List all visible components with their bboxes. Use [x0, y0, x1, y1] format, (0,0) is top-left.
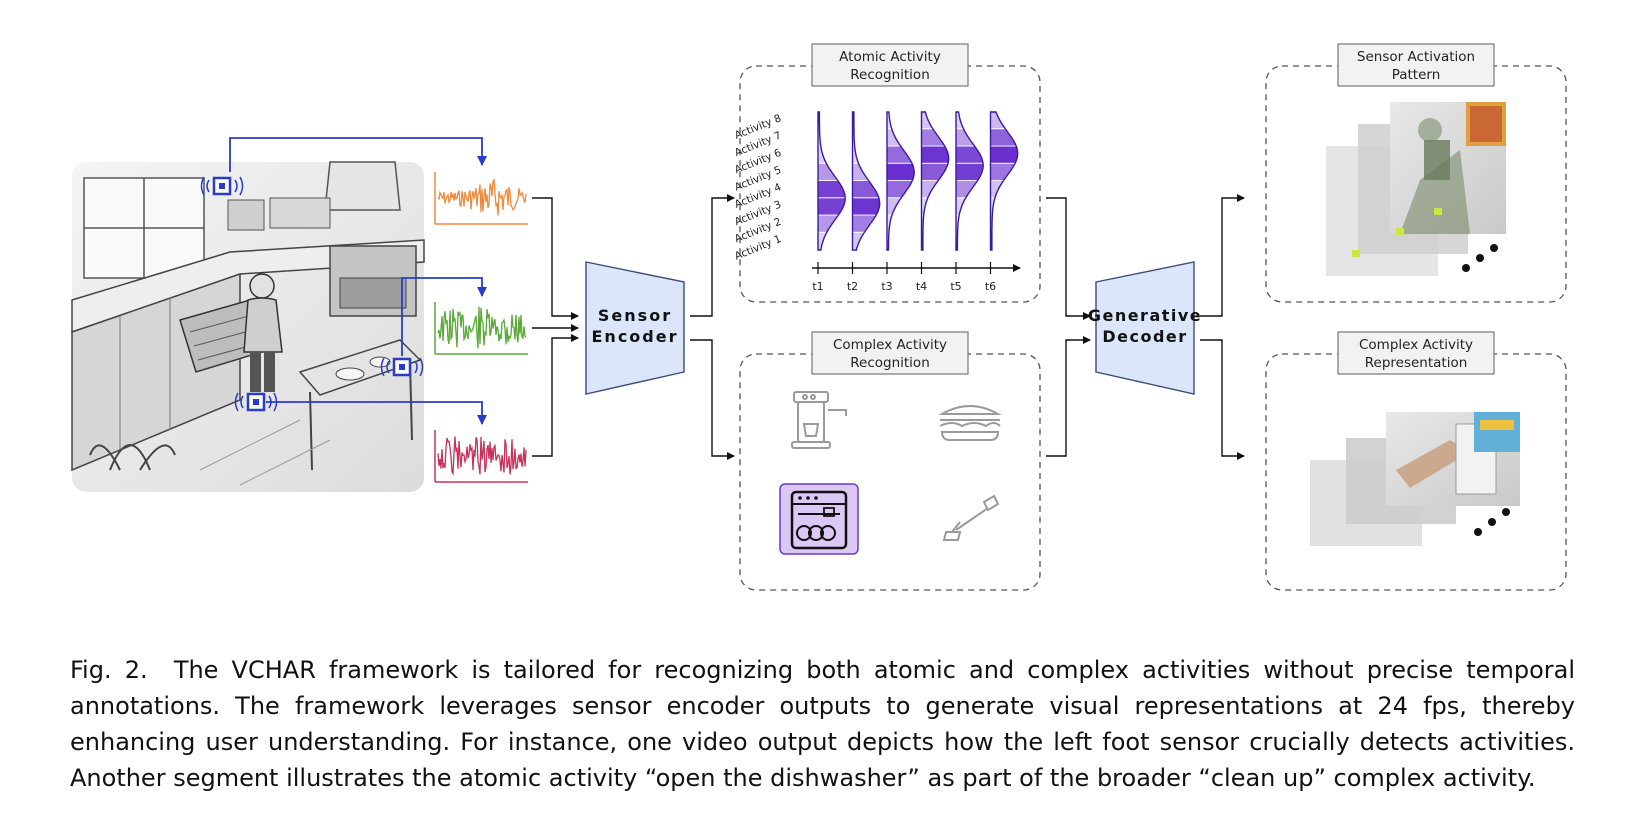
time-label-t3: t3 — [881, 280, 892, 293]
complex-panel-title-1: Complex Activity — [833, 337, 947, 353]
signal-plot-3 — [434, 430, 528, 483]
violin-t1 — [817, 111, 846, 251]
complex-activity-panel: Complex Activity Recognition — [739, 331, 1041, 591]
sensor-encoder-label-2: Encoder — [592, 327, 679, 346]
complex-rep-title-1: Complex Activity — [1359, 337, 1473, 353]
signal-to-encoder-arrows — [532, 197, 579, 457]
vacuum-icon — [942, 494, 1000, 541]
decoder-output-arrows — [1200, 194, 1245, 460]
encoder-output-arrows — [690, 194, 735, 460]
time-axis-ticks: t1 t2 t3 t4 t5 t6 — [812, 262, 996, 293]
sensor-video-frames — [1326, 102, 1506, 276]
time-label-t6: t6 — [985, 280, 996, 293]
sensor-markers — [200, 137, 487, 425]
kitchen-scene-illustration — [71, 161, 425, 492]
violin-t4 — [920, 111, 950, 251]
decoder-label-2: Decoder — [1102, 327, 1187, 346]
sensor-encoder-label-1: Sensor — [598, 306, 672, 325]
wrist-sensor-icon — [200, 176, 244, 196]
time-label-t4: t4 — [916, 280, 927, 293]
complex-representation-panel: Complex Activity Representation — [1265, 331, 1567, 591]
atomic-panel-title-1: Atomic Activity — [839, 49, 941, 65]
caption-text: The VCHAR framework is tailored for reco… — [70, 656, 1575, 792]
time-label-t5: t5 — [950, 280, 961, 293]
framework-diagram: Sensor Encoder Atomic Activity Recogniti… — [71, 43, 1567, 591]
sensor-signals — [434, 172, 528, 483]
sensor-activation-panel: Sensor Activation Pattern — [1265, 43, 1567, 303]
representation-video-frames — [1310, 412, 1520, 546]
atomic-violin-plots — [817, 111, 1019, 251]
sensor-encoder-block: Sensor Encoder — [585, 261, 685, 395]
time-label-t1: t1 — [812, 280, 823, 293]
atomic-activity-panel: Atomic Activity Recognition Activity 1Ac… — [733, 43, 1041, 303]
time-label-t2: t2 — [847, 280, 858, 293]
sandwich-icon — [938, 405, 1002, 441]
violin-t5 — [955, 111, 984, 251]
dishwasher-icon — [779, 483, 859, 555]
coffee-machine-icon — [791, 391, 847, 449]
decoder-input-arrows — [1046, 197, 1091, 457]
signal-plot-1 — [434, 172, 528, 225]
caption-label: Fig. 2. — [70, 656, 148, 684]
table-sensor-icon — [380, 357, 424, 377]
complex-panel-title-2: Recognition — [850, 355, 930, 371]
violin-t3 — [886, 111, 915, 251]
sensor-activation-title-1: Sensor Activation — [1357, 49, 1475, 65]
sensor-activation-title-2: Pattern — [1392, 67, 1441, 83]
violin-t2 — [851, 111, 881, 251]
violin-t6 — [989, 111, 1019, 251]
figure-caption: Fig. 2. The VCHAR framework is tailored … — [70, 652, 1575, 796]
generative-decoder-block: Generative Decoder — [1088, 261, 1202, 395]
complex-rep-title-2: Representation — [1365, 355, 1468, 371]
decoder-label-1: Generative — [1088, 306, 1202, 325]
atomic-panel-title-2: Recognition — [850, 67, 930, 83]
signal-plot-2 — [434, 302, 528, 355]
